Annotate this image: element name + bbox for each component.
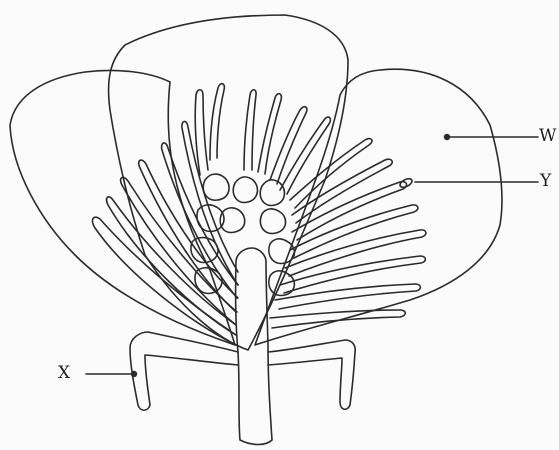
marker-x: [131, 371, 137, 377]
label-w: W: [539, 128, 556, 145]
right-petal: [255, 69, 502, 345]
right-sepal: [268, 340, 355, 409]
marker-w: [444, 134, 450, 140]
carpel: [203, 174, 229, 200]
label-y: Y: [540, 173, 551, 190]
receptacle-stalk: [236, 248, 272, 445]
carpel: [233, 177, 257, 203]
left-sepal: [130, 332, 238, 410]
carpel: [260, 180, 284, 206]
carpel: [269, 239, 295, 264]
carpel: [260, 209, 285, 234]
label-x: X: [58, 365, 70, 382]
